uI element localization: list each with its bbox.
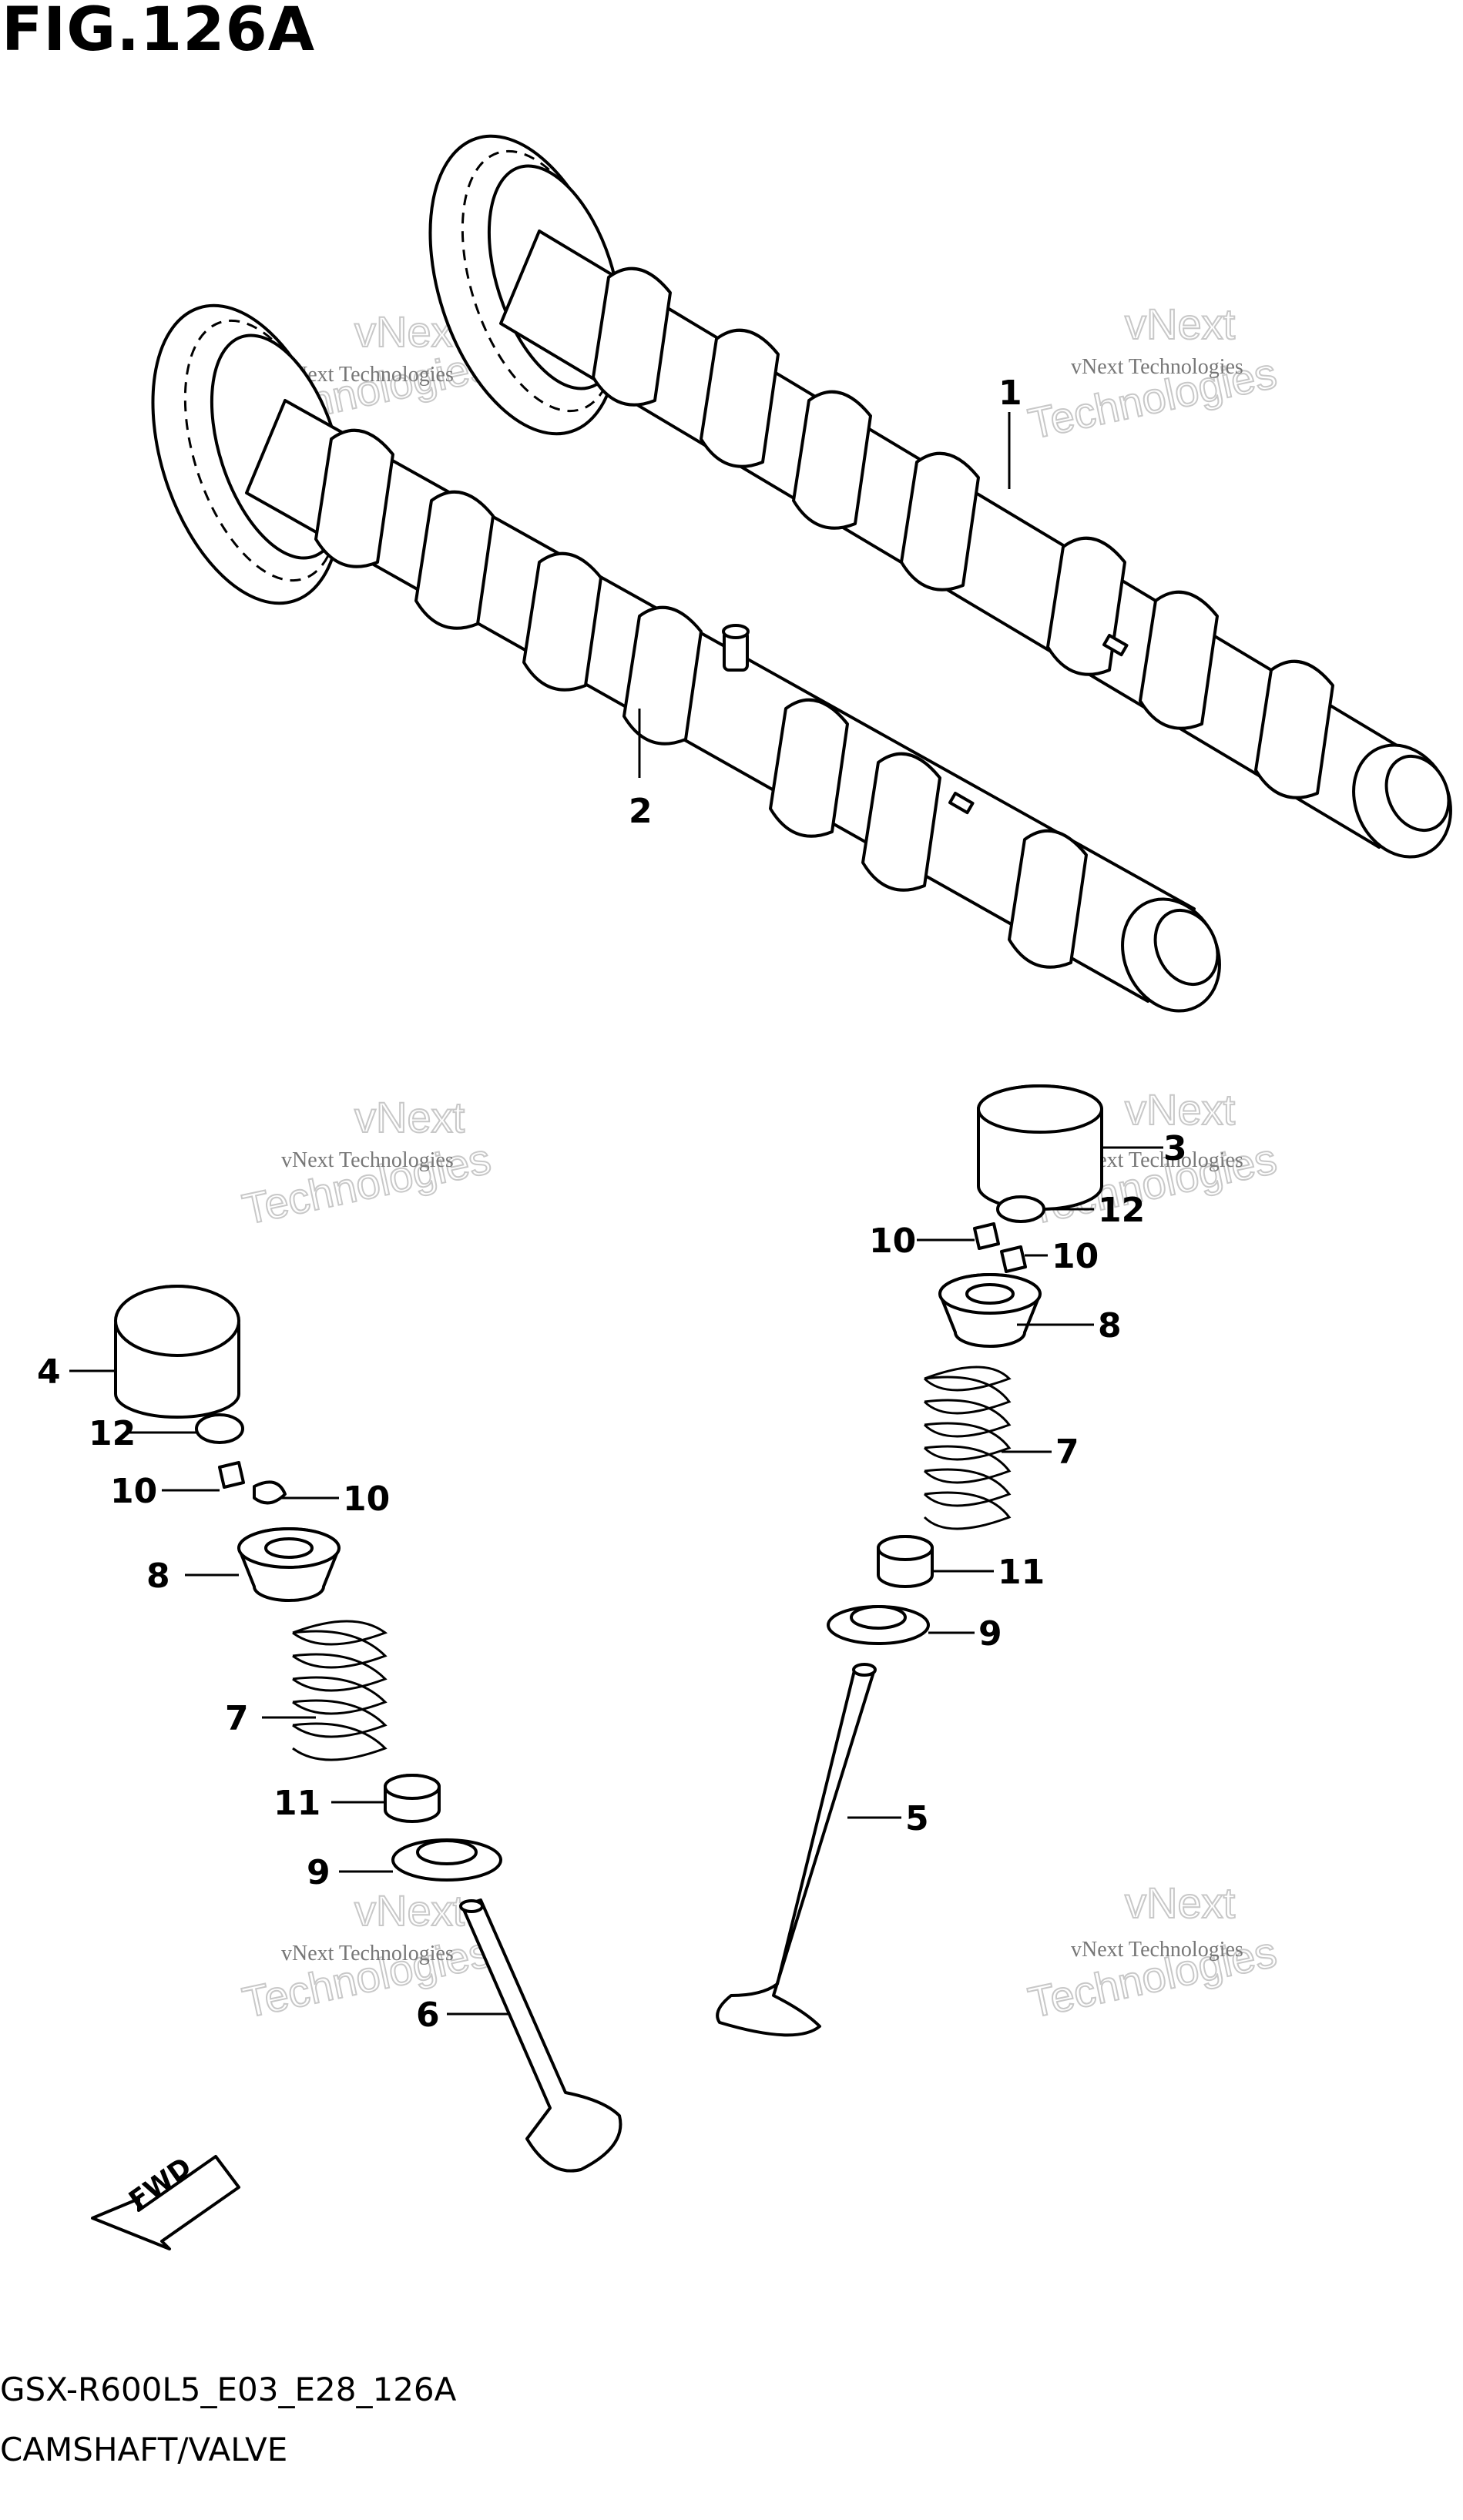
camshaft-2[interactable]	[119, 282, 1237, 1027]
fwd-arrow: FWD	[91, 2152, 240, 2250]
spring-7-right[interactable]	[923, 1366, 1012, 1530]
tappet-3[interactable]	[977, 1084, 1103, 1211]
callout-8-right: 8	[1098, 1306, 1122, 1345]
callout-11-right: 11	[998, 1553, 1045, 1592]
callout-1: 1	[998, 374, 1022, 413]
callout-10-left-b: 10	[343, 1479, 390, 1519]
svg-text:vNext Technologies: vNext Technologies	[1071, 1938, 1243, 1962]
watermark-bottom-left: vNext Technologies vNext Technologies	[237, 1885, 495, 2028]
callout-9-right: 9	[978, 1614, 1002, 1654]
seal-11-left[interactable]	[384, 1774, 441, 1823]
svg-text:vNext: vNext	[1125, 1085, 1236, 1134]
callout-4: 4	[37, 1352, 61, 1392]
callout-3: 3	[1163, 1129, 1187, 1168]
leader-lines	[69, 412, 1163, 2016]
shim-12-right[interactable]	[996, 1195, 1045, 1223]
camshaft-1[interactable]	[396, 112, 1463, 873]
retainer-8-left[interactable]	[237, 1527, 341, 1602]
footer-diagram-code: GSX-R600L5_E03_E28_126A	[0, 2371, 457, 2408]
callout-7-right: 7	[1055, 1433, 1079, 1472]
callout-7-left: 7	[225, 1699, 249, 1738]
callout-8-left: 8	[146, 1557, 170, 1596]
seat-9-left[interactable]	[391, 1838, 502, 1882]
callout-11-left: 11	[273, 1784, 320, 1823]
spring-7-left[interactable]	[292, 1620, 388, 1761]
cotter-10-right[interactable]	[973, 1222, 1027, 1273]
retainer-8-right[interactable]	[938, 1273, 1042, 1348]
svg-text:vNext: vNext	[1125, 300, 1236, 348]
svg-text:vNext Technologies: vNext Technologies	[281, 1942, 454, 1965]
cotter-10-left[interactable]	[218, 1461, 287, 1505]
tappet-4[interactable]	[114, 1285, 240, 1419]
seal-11-right[interactable]	[877, 1535, 934, 1588]
callout-12-left: 12	[89, 1414, 136, 1453]
callout-10-right-a: 10	[869, 1221, 916, 1261]
svg-text:vNext Technologies: vNext Technologies	[281, 1148, 454, 1172]
footer-diagram-name: CAMSHAFT/VALVE	[0, 2431, 288, 2468]
callout-6: 6	[416, 1996, 440, 2035]
valve-6[interactable]	[459, 1898, 622, 2173]
watermark-mid-left: vNext Technologies vNext Technologies	[237, 1092, 495, 1235]
figure-title: FIG.126A	[2, 0, 316, 65]
callout-12-right: 12	[1098, 1191, 1145, 1230]
watermark-bottom-right: vNext Technologies vNext Technologies	[1023, 1878, 1281, 2028]
callout-9-left: 9	[307, 1853, 331, 1892]
callout-2: 2	[629, 792, 653, 831]
callout-10-right-b: 10	[1052, 1237, 1099, 1276]
svg-text:vNext: vNext	[354, 1093, 465, 1141]
shim-12-left[interactable]	[195, 1413, 244, 1444]
valve-5[interactable]	[716, 1663, 877, 2037]
callout-10-left-a: 10	[110, 1472, 157, 1511]
callouts: 1 2 3 12 10 10 8 7 11 9 5 4 12 10 10 8 7…	[37, 374, 1187, 2035]
callout-5: 5	[905, 1799, 929, 1838]
watermark-top-right: vNext Technologies vNext Technologies	[1023, 299, 1281, 449]
seat-9-right[interactable]	[827, 1605, 930, 1645]
svg-text:vNext: vNext	[354, 1886, 465, 1935]
svg-text:vNext: vNext	[1125, 1878, 1236, 1927]
svg-text:vNext Technologies: vNext Technologies	[1071, 355, 1243, 379]
